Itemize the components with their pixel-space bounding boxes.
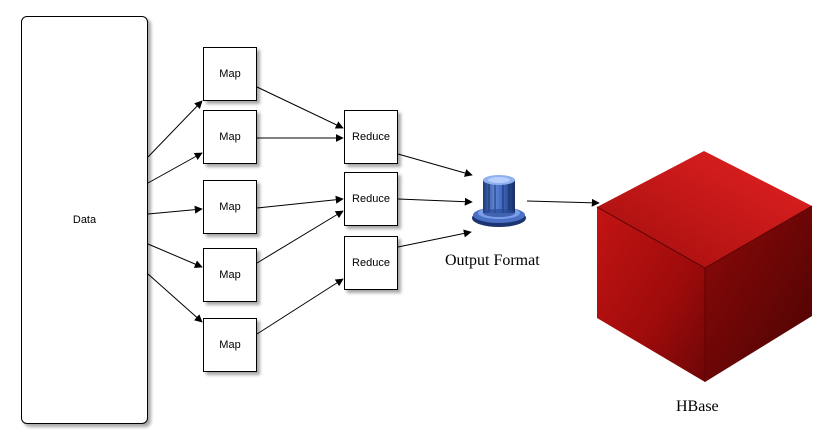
data-node: Data (21, 16, 148, 424)
edge-data-map1 (147, 100, 203, 158)
map-label: Map (219, 201, 241, 213)
map-label: Map (219, 339, 241, 351)
map-label: Map (219, 131, 241, 143)
map-node-4: Map (203, 248, 257, 302)
map-node-5: Map (203, 318, 257, 372)
map-label: Map (219, 269, 241, 281)
edge-reduce2-output (397, 197, 473, 206)
hbase-label: HBase (676, 398, 719, 415)
edge-data-map5 (147, 273, 203, 323)
edge-reduce3-output (397, 229, 472, 248)
edge-map1-reduce1 (256, 86, 344, 129)
map-label: Map (219, 68, 241, 80)
edge-data-map2 (147, 152, 203, 184)
output-format-label: Output Format (445, 252, 540, 269)
edge-data-map4 (147, 243, 203, 268)
reduce-node-1: Reduce (344, 110, 398, 164)
edge-output-hbase (526, 198, 600, 207)
reduce-label: Reduce (352, 193, 390, 205)
edge-map5-reduce3 (256, 278, 344, 335)
map-node-2: Map (203, 110, 257, 164)
map-node-3: Map (203, 180, 257, 234)
cube-icon (596, 151, 813, 382)
map-node-1: Map (203, 47, 257, 101)
edge-reduce1-output (397, 153, 473, 177)
reduce-node-2: Reduce (344, 172, 398, 226)
database-icon (472, 175, 526, 227)
edge-map4-reduce2 (256, 210, 344, 264)
reduce-label: Reduce (352, 257, 390, 269)
reduce-node-3: Reduce (344, 236, 398, 290)
data-label: Data (72, 214, 97, 226)
edge-data-map3 (147, 205, 203, 215)
edge-map3-reduce2 (256, 195, 344, 209)
reduce-label: Reduce (352, 131, 390, 143)
